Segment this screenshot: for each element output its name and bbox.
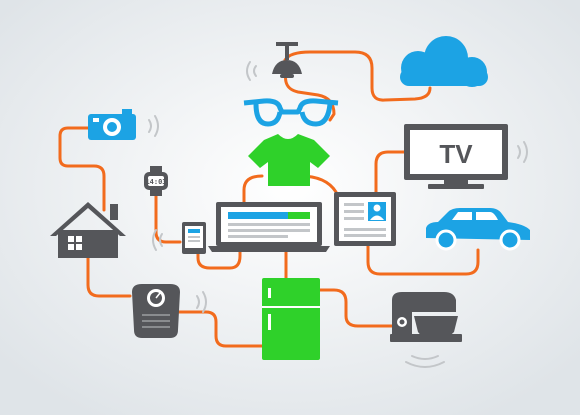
ceiling-lamp-icon xyxy=(272,42,302,78)
tv-label: TV xyxy=(439,139,473,169)
stand-mixer-icon xyxy=(390,292,462,342)
connector-line xyxy=(86,254,132,298)
camera-icon xyxy=(88,109,136,140)
watch-time: 14:03 xyxy=(145,178,166,186)
house-icon xyxy=(50,202,126,258)
cloud-icon xyxy=(400,36,488,87)
wifi-icon xyxy=(517,141,528,163)
connector-line xyxy=(283,50,432,102)
wifi-icon xyxy=(246,61,257,81)
wifi-icon xyxy=(148,115,159,137)
connector-line xyxy=(374,150,410,194)
bathroom-scale-icon xyxy=(132,284,180,338)
connector-line xyxy=(196,246,242,270)
smart-tshirt-icon xyxy=(248,134,330,186)
profile-card-icon xyxy=(334,192,396,246)
connector-line xyxy=(318,288,394,328)
connector-line xyxy=(176,310,264,348)
laptop-icon xyxy=(208,202,330,252)
connector-line xyxy=(242,174,264,204)
car-icon xyxy=(426,208,530,251)
smart-glasses-icon xyxy=(243,98,339,127)
tablet-icon xyxy=(182,222,206,254)
connector-line xyxy=(366,244,480,276)
wifi-icon xyxy=(196,291,207,313)
wifi-icon xyxy=(405,355,445,368)
connector-line xyxy=(284,64,336,122)
refrigerator-icon xyxy=(262,278,320,360)
wifi-icon xyxy=(152,229,163,251)
connector-line xyxy=(58,126,120,212)
tv-icon: TV xyxy=(404,124,508,189)
smartwatch-icon: 14:03 xyxy=(144,166,168,196)
